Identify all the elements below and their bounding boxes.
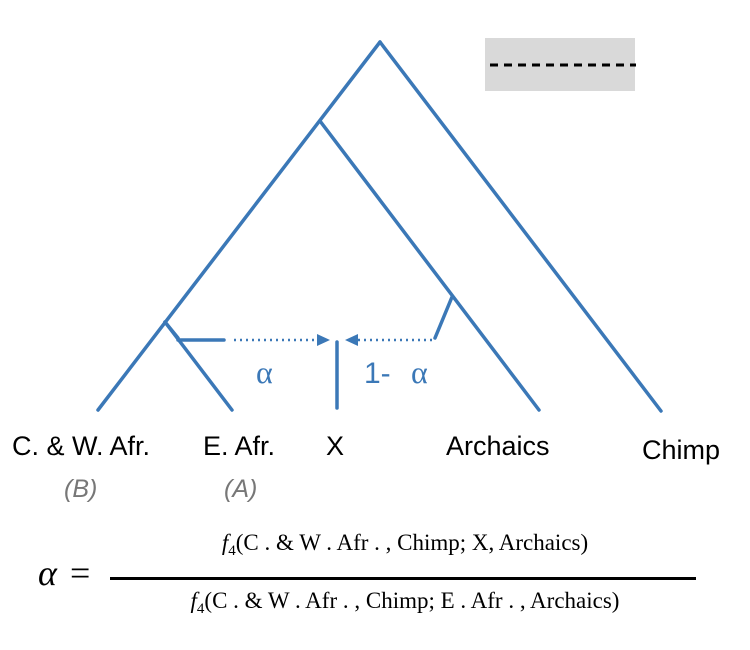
leaf-chimp: Chimp — [642, 435, 720, 465]
numerator-args: (C . & W . Afr . , Chimp; X, Archaics) — [235, 530, 589, 555]
denominator-f-symbol: f — [190, 588, 197, 613]
denominator-args: (C . & W . Afr . , Chimp; E . Afr . , Ar… — [204, 588, 620, 613]
leaf-e-africa: E. Afr. — [203, 431, 275, 461]
formula-numerator: f4(C . & W . Afr . , Chimp; X, Archaics) — [110, 530, 700, 560]
formula-equals: = — [70, 553, 91, 593]
formula-alpha: α — [38, 553, 57, 593]
f4-ratio-formula: α = f4(C . & W . Afr . , Chimp; X, Archa… — [30, 530, 710, 640]
alpha-label-2: α — [411, 354, 428, 390]
fraction-bar — [110, 577, 696, 580]
alpha-label: α — [256, 354, 273, 390]
leaf-x: X — [326, 431, 344, 461]
arrowhead-alpha — [317, 334, 330, 346]
leaf-cw-africa: C. & W. Afr. — [12, 431, 150, 461]
numerator-f-subscript: 4 — [228, 543, 236, 559]
branch-root-left — [96, 40, 382, 412]
arrowhead-one-minus-alpha — [345, 334, 358, 346]
numerator-f-symbol: f — [221, 530, 229, 555]
population-a-label: (A) — [224, 475, 257, 503]
denominator-f-subscript: 4 — [196, 601, 205, 617]
leaf-archaics: Archaics — [446, 431, 550, 461]
branch-cw-africa-stub — [163, 320, 180, 340]
one-minus-label: 1- — [364, 357, 391, 390]
formula-denominator: f4(C . & W . Afr . , Chimp; E . Afr . , … — [110, 588, 700, 618]
branch-root-chimp — [378, 40, 663, 413]
admixture-source-archaic — [433, 295, 454, 340]
branch-node-archaics — [318, 119, 541, 412]
population-b-label: (B) — [64, 475, 97, 503]
